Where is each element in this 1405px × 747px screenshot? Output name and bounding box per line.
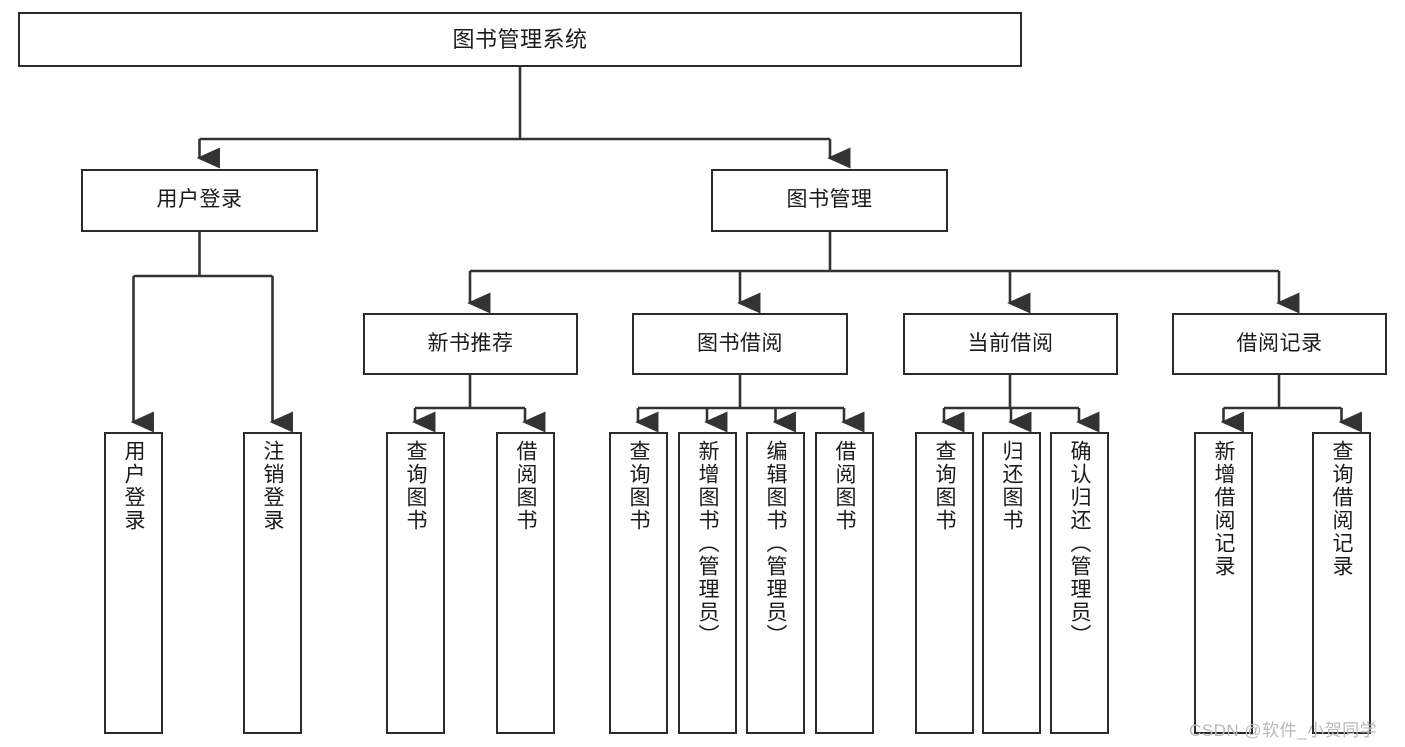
node-label: 借阅图书 (514, 440, 537, 532)
node-label: 借阅图书 (833, 440, 856, 532)
node-label: 查询借阅记录 (1330, 440, 1353, 578)
node-label: 注销登录 (261, 440, 284, 532)
node-book-borrow[interactable]: 图书借阅 (632, 313, 848, 375)
node-label: 新增借阅记录 (1212, 440, 1235, 578)
leaf-confirm-return[interactable]: 确认归还（管理员） (1050, 432, 1109, 734)
node-label: 查询图书 (933, 440, 956, 532)
node-label: 编辑图书（管理员） (764, 440, 787, 647)
node-borrow-record[interactable]: 借阅记录 (1172, 313, 1387, 375)
node-label: 图书管理系统 (452, 26, 588, 52)
node-label: 图书借阅 (697, 331, 783, 355)
leaf-query-book-1[interactable]: 查询图书 (386, 432, 445, 734)
node-new-book-recommend[interactable]: 新书推荐 (363, 313, 578, 375)
leaf-query-book-2[interactable]: 查询图书 (609, 432, 668, 734)
node-current-borrow[interactable]: 当前借阅 (903, 313, 1118, 375)
node-root-book-management-system[interactable]: 图书管理系统 (18, 12, 1022, 67)
leaf-logout-login[interactable]: 注销登录 (243, 432, 302, 734)
leaf-borrow-book-1[interactable]: 借阅图书 (496, 432, 555, 734)
csdn-watermark: CSDN @软件_小贺同学 (1189, 721, 1378, 740)
node-label: 归还图书 (1000, 440, 1023, 532)
node-label: 借阅记录 (1236, 331, 1323, 355)
node-label: 当前借阅 (967, 331, 1054, 355)
node-label: 新增图书（管理员） (696, 440, 719, 647)
leaf-borrow-book-2[interactable]: 借阅图书 (815, 432, 874, 734)
leaf-return-book[interactable]: 归还图书 (982, 432, 1041, 734)
leaf-user-login[interactable]: 用户登录 (104, 432, 163, 734)
node-label: 用户登录 (156, 188, 243, 212)
leaf-add-borrow-record[interactable]: 新增借阅记录 (1194, 432, 1253, 734)
node-book-management[interactable]: 图书管理 (711, 169, 948, 232)
node-label: 图书管理 (786, 188, 873, 212)
node-label: 新书推荐 (427, 331, 514, 355)
node-label: 确认归还（管理员） (1068, 440, 1091, 647)
node-label: 查询图书 (627, 440, 650, 532)
node-user-login[interactable]: 用户登录 (81, 169, 318, 232)
leaf-query-borrow-record[interactable]: 查询借阅记录 (1312, 432, 1371, 734)
leaf-add-book[interactable]: 新增图书（管理员） (678, 432, 737, 734)
node-label: 用户登录 (122, 440, 145, 532)
leaf-query-book-3[interactable]: 查询图书 (915, 432, 974, 734)
leaf-edit-book[interactable]: 编辑图书（管理员） (746, 432, 805, 734)
node-label: 查询图书 (404, 440, 427, 532)
